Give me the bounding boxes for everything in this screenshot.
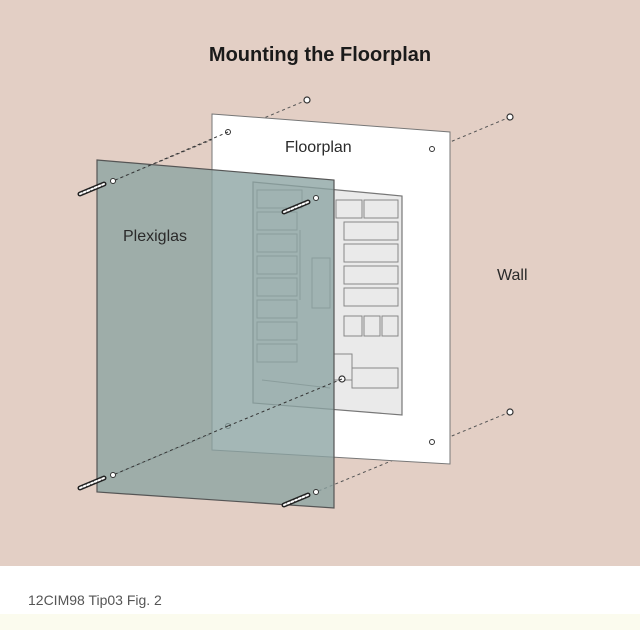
screw-icon xyxy=(281,492,311,508)
screw-icon xyxy=(77,181,107,197)
floorplan-label: Floorplan xyxy=(285,139,352,156)
screw-lines-through-plexiglas xyxy=(112,131,343,476)
plexiglas-hole-top-right xyxy=(313,195,319,201)
plexiglas-label: Plexiglas xyxy=(123,228,188,245)
plexiglas-hole-bottom-right xyxy=(313,489,319,495)
screw-icon xyxy=(281,199,311,215)
floorplan-hole-top-right xyxy=(429,146,435,152)
wall-anchor-top-left xyxy=(303,96,311,104)
bottom-strip xyxy=(0,614,640,630)
wall-label: Wall xyxy=(497,267,528,284)
plexiglas-hole-top-left xyxy=(110,178,116,184)
screw-icon xyxy=(77,475,107,491)
plexiglas-hole-bottom-left xyxy=(110,472,116,478)
wall-anchor-top-right xyxy=(506,113,514,121)
plexiglas-sheet xyxy=(96,159,335,509)
wall-anchor-bottom-right xyxy=(506,408,514,416)
diagram-title: Mounting the Floorplan xyxy=(208,44,432,66)
figure-caption: 12CIM98 Tip03 Fig. 2 xyxy=(28,592,162,608)
mounting-diagram xyxy=(77,96,514,509)
floorplan-hole-bottom-right xyxy=(429,439,435,445)
diagram-figure: Mounting the Floorplan Floorplan Plexigl… xyxy=(0,0,640,566)
caption-bar: 12CIM98 Tip03 Fig. 2 xyxy=(0,566,640,630)
